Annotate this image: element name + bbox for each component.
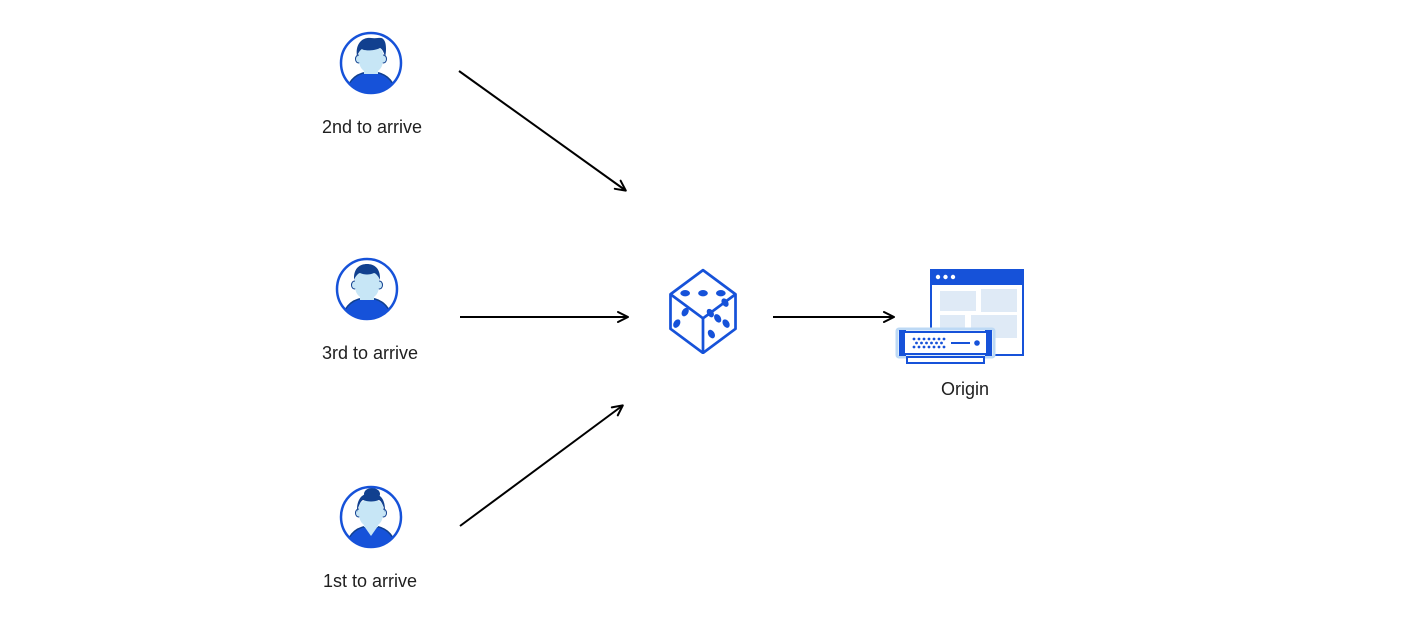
- male-avatar-icon: [339, 31, 403, 95]
- dice-selector-node: [668, 268, 738, 354]
- origin-label: Origin: [940, 379, 989, 399]
- origin-server-node: [893, 262, 1033, 367]
- male-avatar-icon: [335, 257, 399, 321]
- client-node-2nd: [338, 30, 404, 96]
- arrow-client2-to-dice: [458, 70, 627, 192]
- client-node-3rd: [334, 256, 400, 322]
- client-node-1st: [338, 484, 404, 550]
- female-avatar-icon: [339, 485, 403, 549]
- origin-server-icon: [895, 269, 1024, 364]
- dice-icon: [669, 268, 737, 354]
- client-label-2nd: 2nd to arrive: [321, 117, 423, 137]
- arrow-client1-to-dice: [459, 404, 624, 527]
- client-label-1st: 1st to arrive: [322, 571, 418, 591]
- client-label-3rd: 3rd to arrive: [321, 343, 419, 363]
